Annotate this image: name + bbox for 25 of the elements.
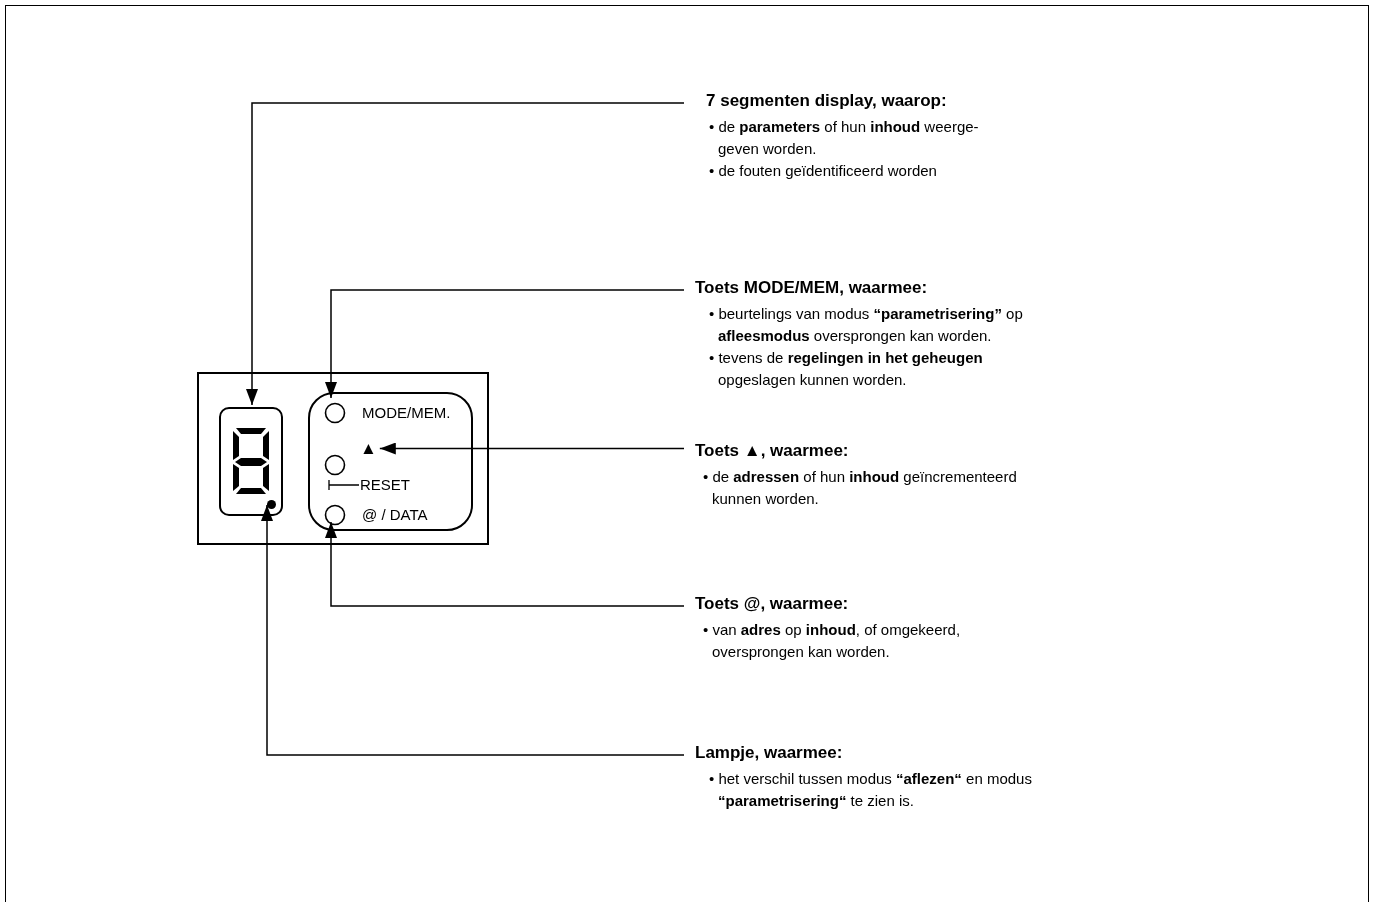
leader-arrow: [325, 521, 685, 607]
lamp-dot: [267, 500, 276, 509]
key-label: @ / DATA: [362, 506, 428, 524]
callout-heading: Toets MODE/MEM, waarmee:: [695, 277, 929, 299]
callout-heading: Toets ▲, waarmee:: [695, 440, 850, 462]
bullet-text: • de fouten geïdentificeerd worden: [708, 161, 938, 181]
device-panel: [197, 372, 489, 545]
callout-heading: 7 segmenten display, waarop:: [706, 90, 948, 112]
reset-label: RESET: [360, 476, 410, 494]
keypad-panel: [308, 392, 473, 531]
bullet-text: • het verschil tussen modus “aflezen“ en modus “parametrisering“ te zien is.: [708, 769, 1033, 811]
bullet-text: • tevens de regelingen in het geheugen opgeslagen kunnen worden.: [708, 348, 984, 390]
leader-arrow: [261, 504, 685, 756]
leader-arrow: [379, 442, 685, 455]
key-label: MODE/MEM.: [362, 404, 451, 422]
callout-heading: Toets @, waarmee:: [695, 593, 850, 615]
callout-heading: Lampje, waarmee:: [695, 742, 844, 764]
key-label: ▲: [360, 440, 378, 460]
display-window: [219, 407, 283, 516]
leader-arrow: [325, 289, 685, 399]
bullet-text: • van adres op inhoud, of omgekeerd, oversprongen kan worden.: [702, 620, 962, 662]
bullet-text: • de adressen of hun inhoud geïncrementeerd kunnen worden.: [702, 467, 1018, 509]
bullet-text: • de parameters of hun inhoud weerge- geven worden.: [708, 117, 980, 159]
leader-arrow: [246, 102, 685, 406]
bullet-text: • beurtelings van modus “parametrisering” op afleesmodus oversprongen kan worden.: [708, 304, 1024, 346]
